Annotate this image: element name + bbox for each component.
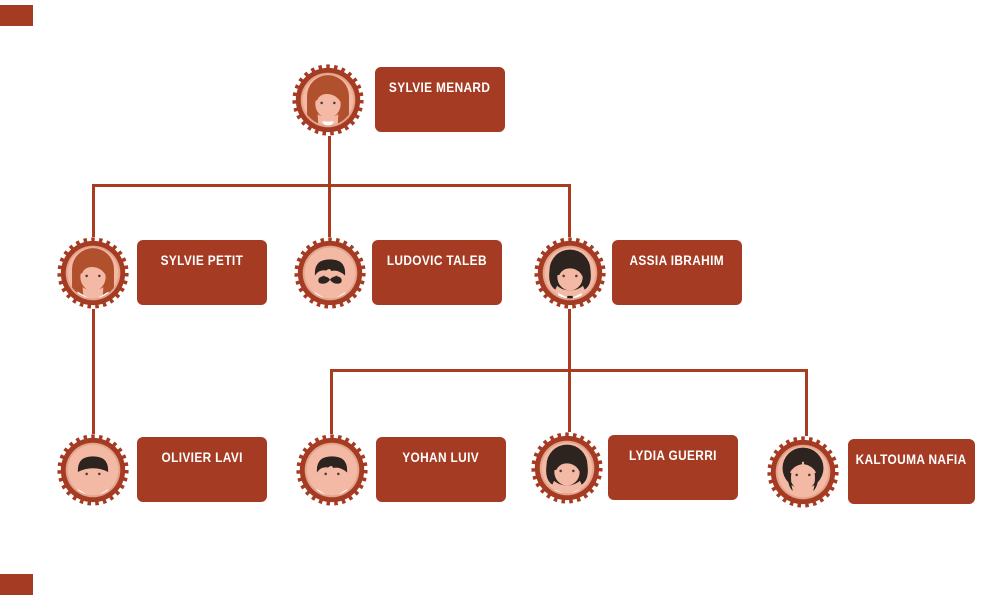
connector-line [805, 369, 808, 436]
person-name-text: KALTOUMA NAFIA [856, 452, 967, 467]
avatar-woman-long-icon [54, 234, 132, 312]
person-name-label: OLIVIER LAVI [137, 437, 267, 502]
connector-line [92, 184, 571, 187]
person-name-text: ASSIA IBRAHIM [629, 253, 725, 268]
person-name-text: SYLVIE PETIT [160, 253, 244, 268]
person-name-label: SYLVIE MENARD [375, 67, 505, 132]
person-name-text: OLIVIER LAVI [161, 450, 243, 465]
person-name-label: YOHAN LUIV [376, 437, 506, 502]
person-name-label: ASSIA IBRAHIM [612, 240, 742, 305]
corner-accent-bottom-left [0, 574, 33, 595]
person-name-text: YOHAN LUIV [402, 450, 480, 465]
avatar-woman-midpart-icon [764, 433, 842, 511]
person-name-label: LUDOVIC TALEB [372, 240, 502, 305]
avatar-man-mustache-icon [291, 234, 369, 312]
person-name-text: SYLVIE MENARD [389, 80, 491, 95]
avatar-woman-long-icon [289, 61, 367, 139]
person-name-label: KALTOUMA NAFIA [848, 439, 975, 504]
corner-accent-top-left [0, 5, 33, 26]
avatar-man-fringe-icon [293, 431, 371, 509]
connector-line [330, 369, 808, 372]
connector-line [568, 184, 571, 237]
person-name-label: SYLVIE PETIT [137, 240, 267, 305]
connector-line [330, 369, 333, 434]
person-name-label: LYDIA GUERRI [608, 435, 738, 500]
person-name-text: LUDOVIC TALEB [386, 253, 488, 268]
avatar-man-icon [54, 431, 132, 509]
connector-line [92, 309, 95, 434]
connector-line [92, 184, 95, 237]
avatar-woman-bob-icon [531, 234, 609, 312]
person-name-text: LYDIA GUERRI [629, 448, 717, 463]
avatar-woman-bob-icon [528, 429, 606, 507]
